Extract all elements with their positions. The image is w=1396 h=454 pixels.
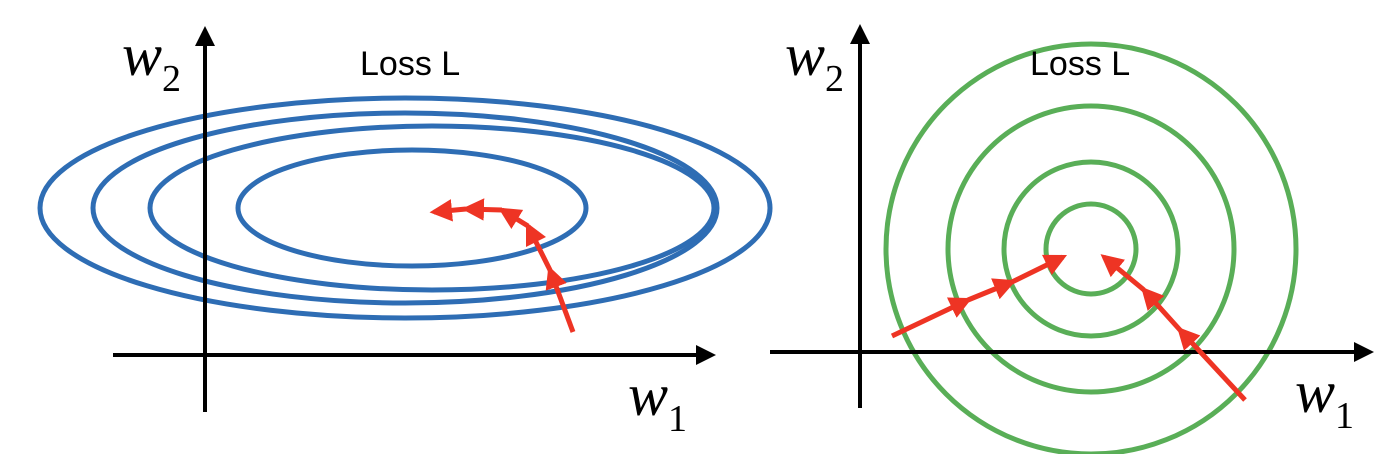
right-a-step-arrow-1 — [890, 297, 973, 339]
right-contour-3 — [945, 103, 1237, 395]
right-y-axis-label: w2 — [785, 22, 844, 100]
left-step-arrow-3 — [498, 207, 530, 230]
left-contour-3 — [90, 110, 720, 306]
right-descent-path-b — [1100, 254, 1247, 402]
right-a-step-arrow-2 — [967, 278, 1017, 303]
right-panel-title: Loss L — [1030, 45, 1130, 83]
left-step-arrow-5 — [429, 199, 467, 222]
right-b-step-arrow-2 — [1140, 286, 1182, 332]
right-a-step-arrow-3 — [1010, 254, 1068, 285]
left-contour-2 — [147, 123, 717, 293]
left-descent-path — [429, 198, 576, 333]
right-x-axis-label: w1 — [1295, 359, 1354, 437]
right-contour-1 — [1043, 201, 1139, 297]
left-axes — [113, 26, 716, 412]
right-b-step-arrow-1 — [1176, 326, 1247, 402]
left-contour-1 — [235, 147, 589, 269]
right-axes — [770, 24, 1374, 408]
left-step-arrow-2 — [525, 221, 553, 272]
right-contour-4 — [883, 41, 1299, 454]
left-contours — [37, 95, 773, 321]
right-b-step-arrow-3 — [1100, 254, 1146, 292]
left-y-axis-label: w2 — [122, 22, 181, 100]
left-contour-4 — [37, 95, 773, 321]
right-descent-path-a — [890, 254, 1068, 339]
left-step-arrow-4 — [461, 198, 503, 221]
left-panel: Loss L w2 w1 — [37, 22, 773, 440]
left-panel-title: Loss L — [360, 45, 460, 83]
right-contour-2 — [1001, 159, 1181, 339]
left-x-axis-label: w1 — [628, 362, 687, 440]
right-panel: Loss L w2 w1 — [770, 22, 1374, 454]
left-step-arrow-1 — [545, 265, 576, 333]
right-contours — [883, 41, 1299, 454]
